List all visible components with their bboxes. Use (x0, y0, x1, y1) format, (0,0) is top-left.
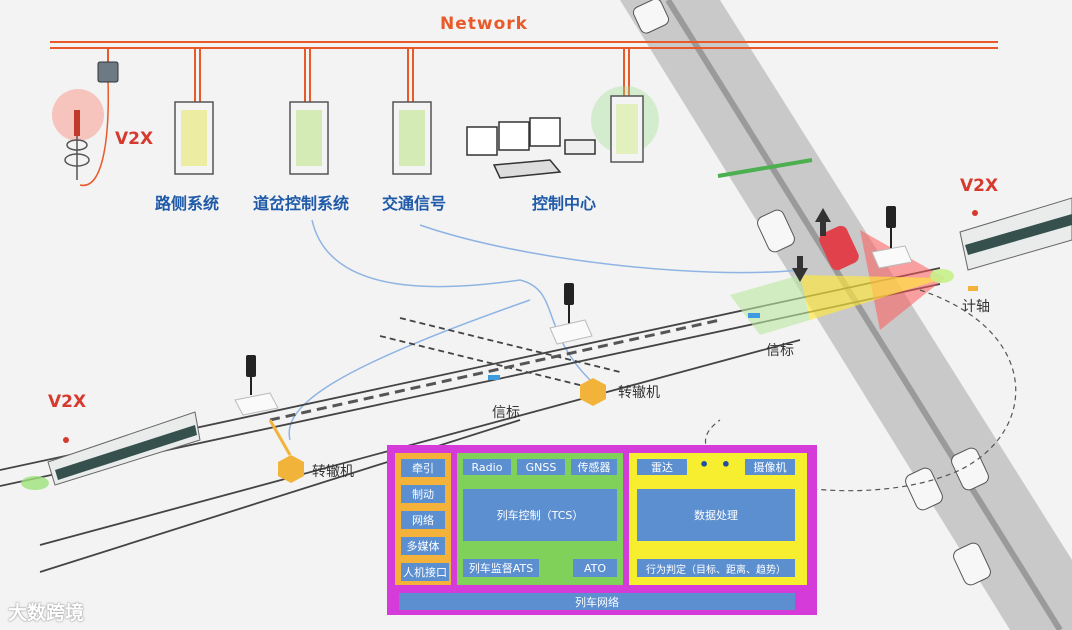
axle-counter-icon (968, 286, 978, 291)
switch-machine-label-1: 转辙机 (312, 464, 354, 480)
system-label-control-center: 控制中心 (532, 194, 597, 213)
box-radio: Radio (463, 459, 511, 475)
tram-left (21, 411, 201, 490)
panel-train-control: Radio GNSS 传感器 列车控制（TCS） 列车监督ATS ATO (457, 453, 623, 585)
box-behavior-judgement: 行为判定（目标、距离、趋势） (637, 559, 795, 577)
panel-perception: 雷达 • • • 摄像机 数据处理 行为判定（目标、距离、趋势） (629, 453, 807, 585)
box-tcs: 列车控制（TCS） (463, 489, 617, 541)
system-label-roadside: 路侧系统 (155, 194, 220, 213)
beacon-icon-2 (748, 313, 760, 318)
ellipsis-icon: • • • (699, 455, 756, 474)
monitor-workstation-icon (466, 117, 596, 179)
v2x-label-left: V2X (48, 392, 87, 412)
v2x-label-right: V2X (960, 176, 999, 196)
road-stop-line (717, 158, 813, 178)
box-camera: 摄像机 (745, 459, 795, 475)
box-gnss: GNSS (517, 459, 565, 475)
box-hmi: 人机接口 (401, 563, 449, 581)
box-sensor: 传感器 (571, 459, 617, 475)
radar-cone-green (730, 275, 810, 335)
server-cabinet-control (610, 95, 644, 163)
system-label-traffic-signal: 交通信号 (382, 194, 447, 213)
server-cabinet-roadside (174, 101, 214, 175)
axle-counter-label: 计轴 (962, 299, 990, 315)
box-ats: 列车监督ATS (463, 559, 539, 577)
traffic-light-base (234, 245, 913, 416)
box-ato: ATO (573, 559, 617, 577)
car-icon (632, 0, 991, 586)
tram-right (930, 197, 1072, 283)
system-label-switch-control: 道岔控制系统 (253, 194, 350, 213)
box-train-network-bus: 列车网络 (399, 593, 795, 610)
switch-machine-icon (268, 378, 606, 483)
car-red-icon (819, 225, 859, 271)
network-label: Network (440, 14, 528, 34)
box-radar: 雷达 (637, 459, 687, 475)
road-median (665, 0, 1063, 630)
arrow-up-icon (815, 208, 831, 236)
box-data-processing: 数据处理 (637, 489, 795, 541)
roadside-cable (79, 79, 110, 187)
v2x-label-roadside: V2X (115, 129, 154, 149)
network-drops (107, 48, 630, 102)
track-sleepers (269, 318, 721, 422)
roadside-antenna-icon (64, 110, 90, 180)
beacon-label-1: 信标 (492, 405, 520, 421)
box-braking: 制动 (401, 485, 445, 503)
box-multimedia: 多媒体 (401, 537, 445, 555)
panel-vehicle: 牵引 制动 网络 多媒体 人机接口 (395, 453, 451, 585)
radar-cone-yellow (800, 275, 945, 320)
switch-machine-label-2: 转辙机 (618, 385, 660, 401)
beacon-label-2: 信标 (766, 343, 794, 359)
box-network: 网络 (401, 511, 445, 529)
box-traction: 牵引 (401, 459, 445, 477)
server-cabinet-signal (392, 101, 432, 175)
router-icon (97, 61, 119, 83)
server-cabinet-switch (289, 101, 329, 175)
traffic-light-icon (246, 206, 896, 395)
watermark: 大数跨境 (8, 602, 85, 624)
wifi-icon (63, 210, 978, 443)
onboard-system-block: 牵引 制动 网络 多媒体 人机接口 Radio GNSS 传感器 列车控制（TC… (387, 445, 817, 615)
arrow-down-icon (792, 256, 808, 282)
beacon-icon (488, 375, 500, 380)
